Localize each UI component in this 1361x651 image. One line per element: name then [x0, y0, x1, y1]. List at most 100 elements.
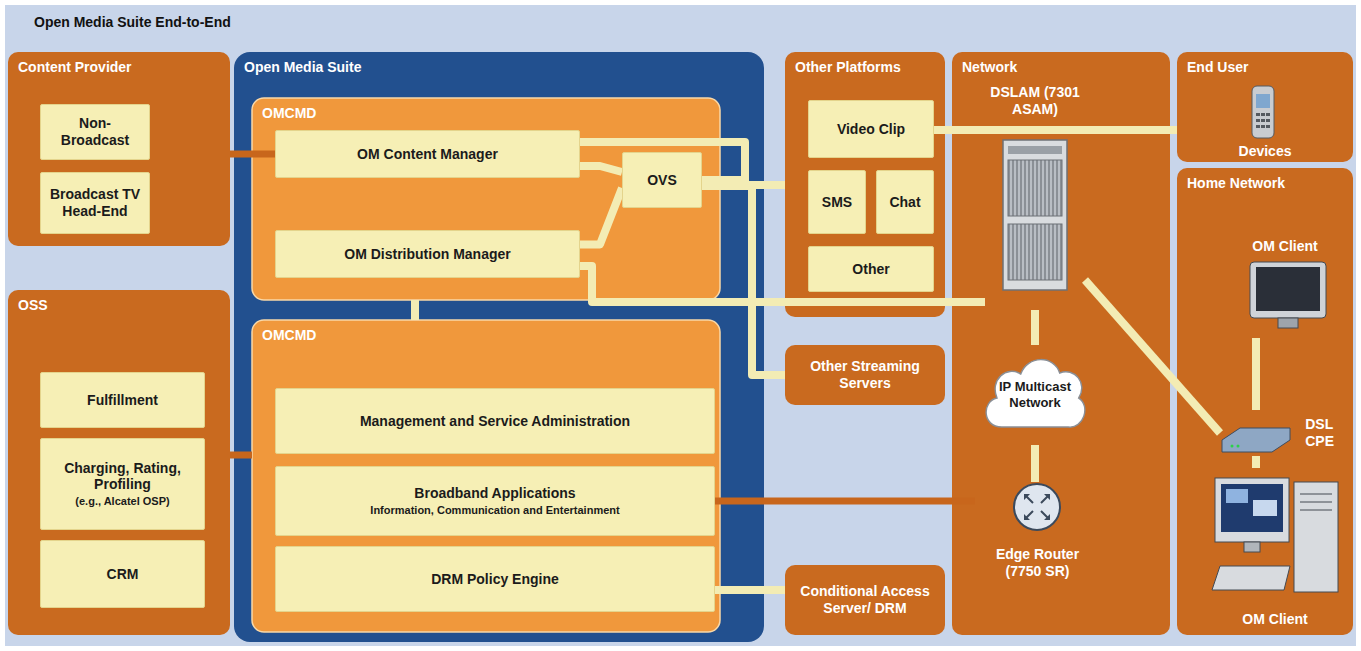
pc-icon: [1212, 478, 1338, 592]
connector: [580, 166, 622, 172]
diagram-title: Open Media Suite End-to-End: [34, 14, 231, 30]
icon-node: DSLAM (7301 ASAM): [985, 82, 1085, 310]
suite-panel: Open Media SuiteOMCMDOM Content ManagerO…: [234, 52, 764, 642]
panel: Home NetworkOM ClientDSL CPEOM Client: [1177, 168, 1353, 635]
panel-fill: [785, 565, 945, 635]
process-box: OVS: [622, 152, 702, 208]
icon-node: OM Client: [1205, 468, 1345, 630]
process-box: DRM Policy Engine: [275, 546, 715, 612]
node-label: Other Platforms: [795, 59, 901, 76]
process-box: Chat: [876, 170, 934, 234]
node-label: Content Provider: [18, 59, 132, 76]
node-label: Devices: [1239, 143, 1292, 160]
panel: Content ProviderNon-BroadcastBroadcast T…: [8, 52, 230, 246]
process-box: SMS: [808, 170, 866, 234]
node-label: Broadband Applications: [414, 485, 575, 502]
node-label: OMCMD: [262, 105, 316, 122]
panel: NetworkDSLAM (7301 ASAM) IP Multicast Net…: [952, 52, 1170, 635]
icon-node: Devices: [1220, 80, 1310, 162]
node-label: Home Network: [1187, 175, 1285, 192]
node-label: Management and Service Administration: [360, 413, 630, 430]
node-label: Open Media Suite: [244, 59, 361, 76]
node-label: OMCMD: [262, 327, 316, 344]
node-label: Network: [962, 59, 1017, 76]
connector: [702, 186, 785, 375]
panel: Other Streaming Servers: [785, 345, 945, 405]
node-label: OVS: [647, 172, 677, 189]
process-box: Non-Broadcast: [40, 104, 150, 160]
dslam-rack: [1003, 140, 1067, 290]
connector: [1252, 338, 1260, 410]
process-box: Video Clip: [808, 100, 934, 158]
node-label: OM Content Manager: [357, 146, 498, 163]
process-box: CRM: [40, 540, 205, 608]
node-label: Non-Broadcast: [49, 115, 141, 149]
module-panel: OMCMD Management and Service Administrati…: [252, 320, 720, 632]
node-subtitle: Information, Communication and Entertain…: [370, 504, 619, 517]
node-label: DSLAM (7301 ASAM): [989, 84, 1081, 118]
node-label: Other: [852, 261, 889, 278]
panel-fill: [1177, 168, 1353, 635]
connector: [715, 586, 785, 594]
connector: [934, 126, 1177, 134]
phone-icon: [1252, 86, 1274, 138]
process-box: Management and Service Administration: [275, 388, 715, 454]
node-label: OSS: [18, 297, 48, 314]
node-label: Fulfillment: [87, 392, 158, 409]
connector: [580, 188, 622, 244]
connector: [1085, 280, 1220, 433]
router-icon: [1014, 484, 1060, 530]
node-label: IP Multicast Network: [996, 379, 1074, 410]
node-label: Other Streaming Servers: [795, 358, 935, 392]
node-label: Video Clip: [837, 121, 905, 138]
node-label: OM Client: [1242, 611, 1307, 628]
panel: Conditional Access Server/ DRM: [785, 565, 945, 635]
process-box: OM Content Manager: [275, 130, 580, 178]
connector: [1031, 445, 1039, 482]
icon-node: Edge Router (7750 SR): [975, 482, 1100, 582]
process-box: Fulfillment: [40, 372, 205, 428]
cpe-modem: [1222, 428, 1290, 452]
connector: [1252, 456, 1260, 468]
panel: Other PlatformsVideo ClipSMS ChatOther: [785, 52, 945, 317]
node-label: Conditional Access Server/ DRM: [795, 583, 935, 617]
panel-fill: [785, 52, 945, 317]
node-label: Broadcast TV Head-End: [49, 186, 141, 220]
icon-node: DSL CPE: [1220, 410, 1338, 456]
process-box: Other: [808, 246, 934, 292]
node-label: SMS: [822, 194, 852, 211]
panel-fill: [252, 98, 720, 300]
connector: [715, 498, 975, 505]
process-box: Broadband ApplicationsInformation, Commu…: [275, 466, 715, 536]
process-box: OM Distribution Manager: [275, 230, 580, 278]
connector: [1031, 310, 1039, 345]
node-label: DRM Policy Engine: [431, 571, 559, 588]
panel-fill: [8, 52, 230, 246]
panel: OSS FulfillmentCharging, Rating, Profilin…: [8, 290, 230, 635]
node-subtitle: (e.g., Alcatel OSP): [75, 495, 169, 508]
node-label: DSL CPE: [1305, 416, 1334, 450]
cloud-node: IP Multicast Network: [978, 345, 1092, 445]
node-label: OM Client: [1252, 238, 1317, 255]
icon-node: OM Client: [1230, 236, 1340, 338]
node-label: Chat: [889, 194, 920, 211]
node-label: CRM: [107, 566, 139, 583]
tv-icon: [1250, 262, 1326, 328]
cloud-shape: [986, 360, 1085, 428]
node-label: Edge Router (7750 SR): [979, 546, 1096, 580]
panel-fill: [1177, 52, 1353, 162]
connector: [230, 452, 252, 459]
node-label: Charging, Rating, Profiling: [49, 460, 196, 494]
node-label: End User: [1187, 59, 1248, 76]
canvas-ground: [5, 5, 1356, 646]
process-box: Charging, Rating, Profiling(e.g., Alcate…: [40, 438, 205, 530]
panel-fill: [8, 290, 230, 635]
module-panel: OMCMD OM Content ManagerOVS OM Distributio…: [252, 98, 720, 300]
connector: [230, 151, 275, 158]
panel: End UserDevices: [1177, 52, 1353, 162]
panel-fill: [785, 345, 945, 405]
process-box: Broadcast TV Head-End: [40, 172, 150, 234]
panel-fill: [252, 320, 720, 632]
connector: [411, 300, 419, 320]
node-label: OM Distribution Manager: [344, 246, 510, 263]
